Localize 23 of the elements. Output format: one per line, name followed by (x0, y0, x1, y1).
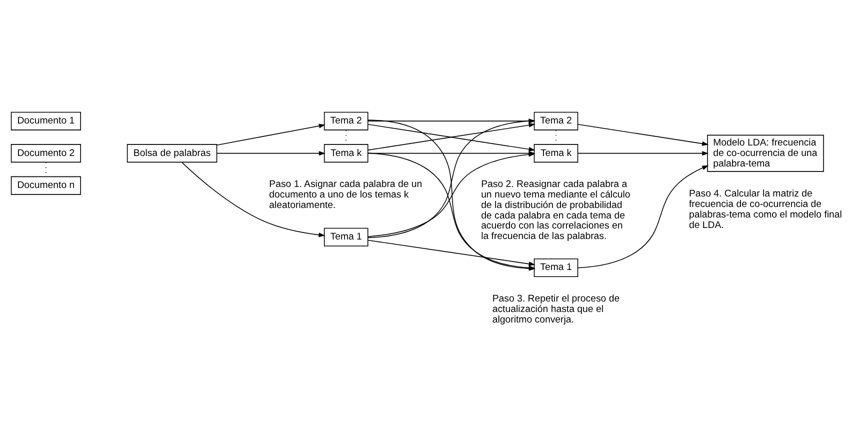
arrow (182, 162, 326, 237)
node-box: Tema 2 (534, 111, 578, 130)
arrow (368, 118, 536, 123)
label: Paso 1. Asignar cada palabra de un documento a uno de los temas k aleatoriamente. (269, 178, 422, 211)
node-box: Tema k (324, 144, 368, 162)
arrow (578, 150, 709, 156)
arrow (578, 123, 709, 146)
node-box: Modelo LDA: frecuencia de co-ocurrencia de una palabra-tema (707, 134, 824, 172)
node-box: Tema 1 (324, 227, 368, 246)
node-box: Tema 1 (534, 258, 578, 277)
node-box: Bolsa de palabras (126, 144, 218, 162)
label: Paso 3. Repetir el proceso de actualización hasta que el algoritmo converja. (492, 293, 620, 326)
node-box: Documento n (10, 176, 81, 194)
node-box: Documento 1 (10, 111, 81, 130)
node-box: Tema 2 (324, 111, 368, 130)
arrow (216, 123, 326, 145)
arrow (368, 239, 536, 266)
arrow (577, 164, 709, 268)
label: Paso 2. Reasignar cada palabra a un nuevo tema mediante el cálculo de la distribución de probabilidad de cada palabra en cada tema de acuerdo con las correlaciones en la frecuencia de las palabras. (481, 178, 630, 242)
node-box: Tema k (534, 144, 578, 162)
arrow (216, 150, 326, 156)
node-box: Documento 2 (10, 144, 81, 162)
label: Paso 4. Calcular la matriz de frecuencia de co-ocurrencia de palabras-tema como el modelo final de LDA. (688, 188, 842, 230)
